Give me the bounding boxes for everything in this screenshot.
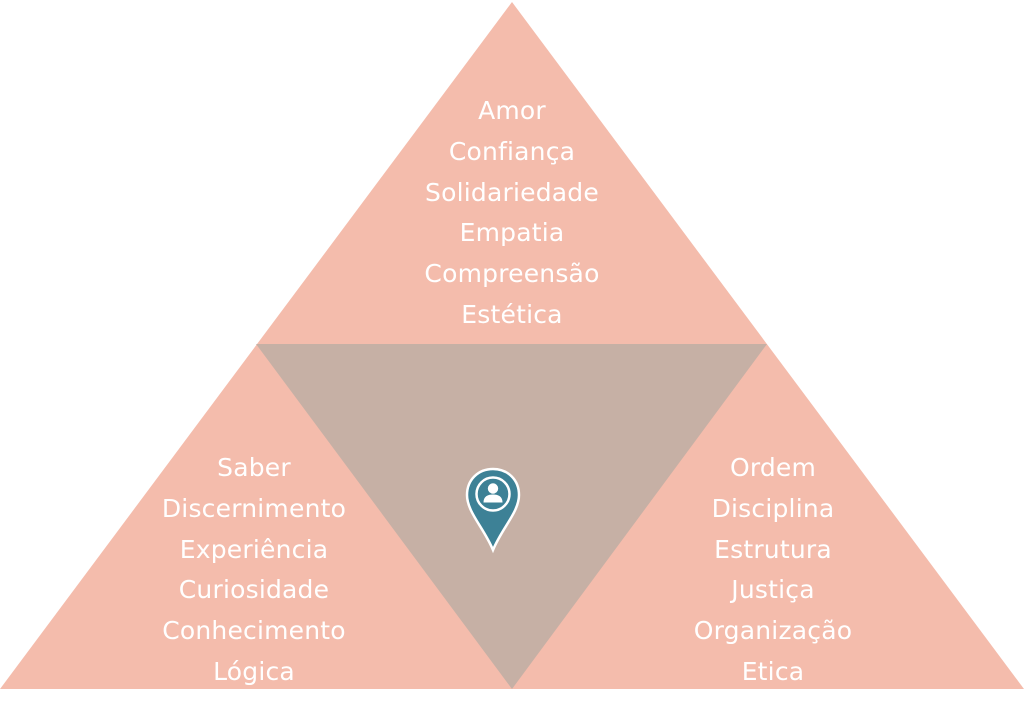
top-value-item: Amor xyxy=(478,96,546,125)
right-values-group: Ordem Disciplina Estrutura Justiça Organ… xyxy=(623,448,923,693)
left-value-item: Lógica xyxy=(213,656,295,686)
left-value-item: Discernimento xyxy=(161,493,347,523)
person-head xyxy=(487,483,499,494)
left-value-item: Experiência xyxy=(179,534,329,564)
right-value-item: Estrutura xyxy=(714,534,832,564)
left-value-item: Conhecimento xyxy=(162,616,346,646)
top-value-item: Compreensão xyxy=(424,259,600,289)
top-value-item: Confiança xyxy=(448,136,576,166)
pin-inner-circle xyxy=(475,476,511,512)
right-value-item: Disciplina xyxy=(711,493,835,523)
top-values-group: Amor Confiança Solidariedade Empatia Com… xyxy=(362,91,662,336)
top-value-item: Solidariedade xyxy=(425,177,599,207)
left-value-item: Saber xyxy=(217,453,291,482)
left-values-group: Saber Discernimento Experiência Curiosid… xyxy=(104,448,404,693)
person-location-pin-icon xyxy=(465,467,521,554)
left-value-item: Curiosidade xyxy=(178,575,330,605)
right-value-item: Justiça xyxy=(731,575,815,605)
top-value-item: Empatia xyxy=(459,218,565,248)
person-body xyxy=(483,494,503,503)
top-value-item: Estética xyxy=(461,299,563,329)
right-value-item: Etica xyxy=(741,656,805,686)
right-value-item: Organização xyxy=(693,616,853,646)
right-value-item: Ordem xyxy=(729,453,817,482)
